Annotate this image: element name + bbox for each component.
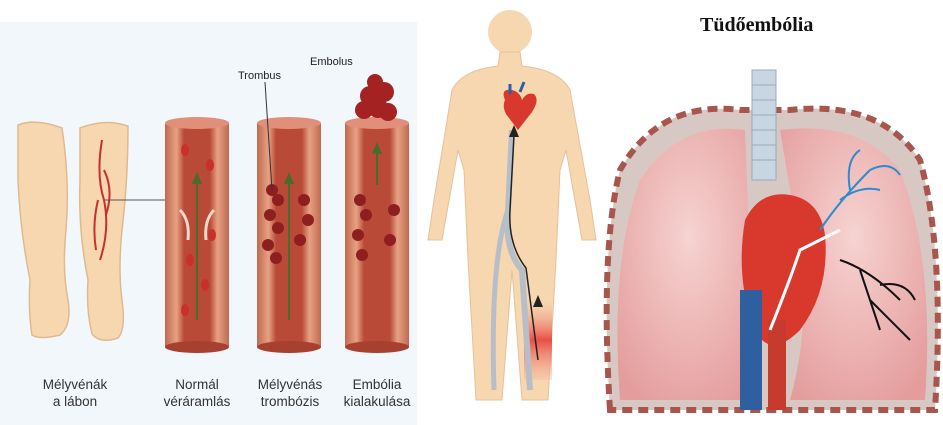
- label-line: a lábon: [20, 393, 130, 410]
- lungs-illustration: [607, 70, 938, 410]
- embolus-callout: Embolus: [310, 56, 353, 68]
- legs-illustration: [18, 122, 165, 340]
- body-illustration: [428, 10, 596, 400]
- label-line: trombózis: [238, 393, 342, 410]
- embolus: [355, 74, 397, 121]
- left-leg: [18, 122, 69, 337]
- label-embolism: Embólia kialakulása: [328, 376, 426, 410]
- thrombus-callout: Trombus: [238, 70, 281, 82]
- label-deep-veins: Mélyvénák a lábon: [20, 376, 130, 410]
- label-normal-flow: Normál véráramlás: [145, 376, 249, 410]
- vessel-embolism: [345, 74, 409, 353]
- label-thrombosis: Mélyvénás trombózis: [238, 376, 342, 410]
- trachea: [752, 70, 776, 180]
- vessel-thrombosis: [257, 82, 321, 353]
- label-line: kialakulása: [328, 393, 426, 410]
- label-line: véráramlás: [145, 393, 249, 410]
- label-line: Normál: [145, 376, 249, 393]
- right-leg: [80, 122, 128, 340]
- vessel-normal-flow: [165, 117, 229, 353]
- label-line: Embólia: [328, 376, 426, 393]
- label-line: Mélyvénás: [238, 376, 342, 393]
- page-title: Tüdőembólia: [700, 14, 813, 37]
- label-line: Mélyvénák: [20, 376, 130, 393]
